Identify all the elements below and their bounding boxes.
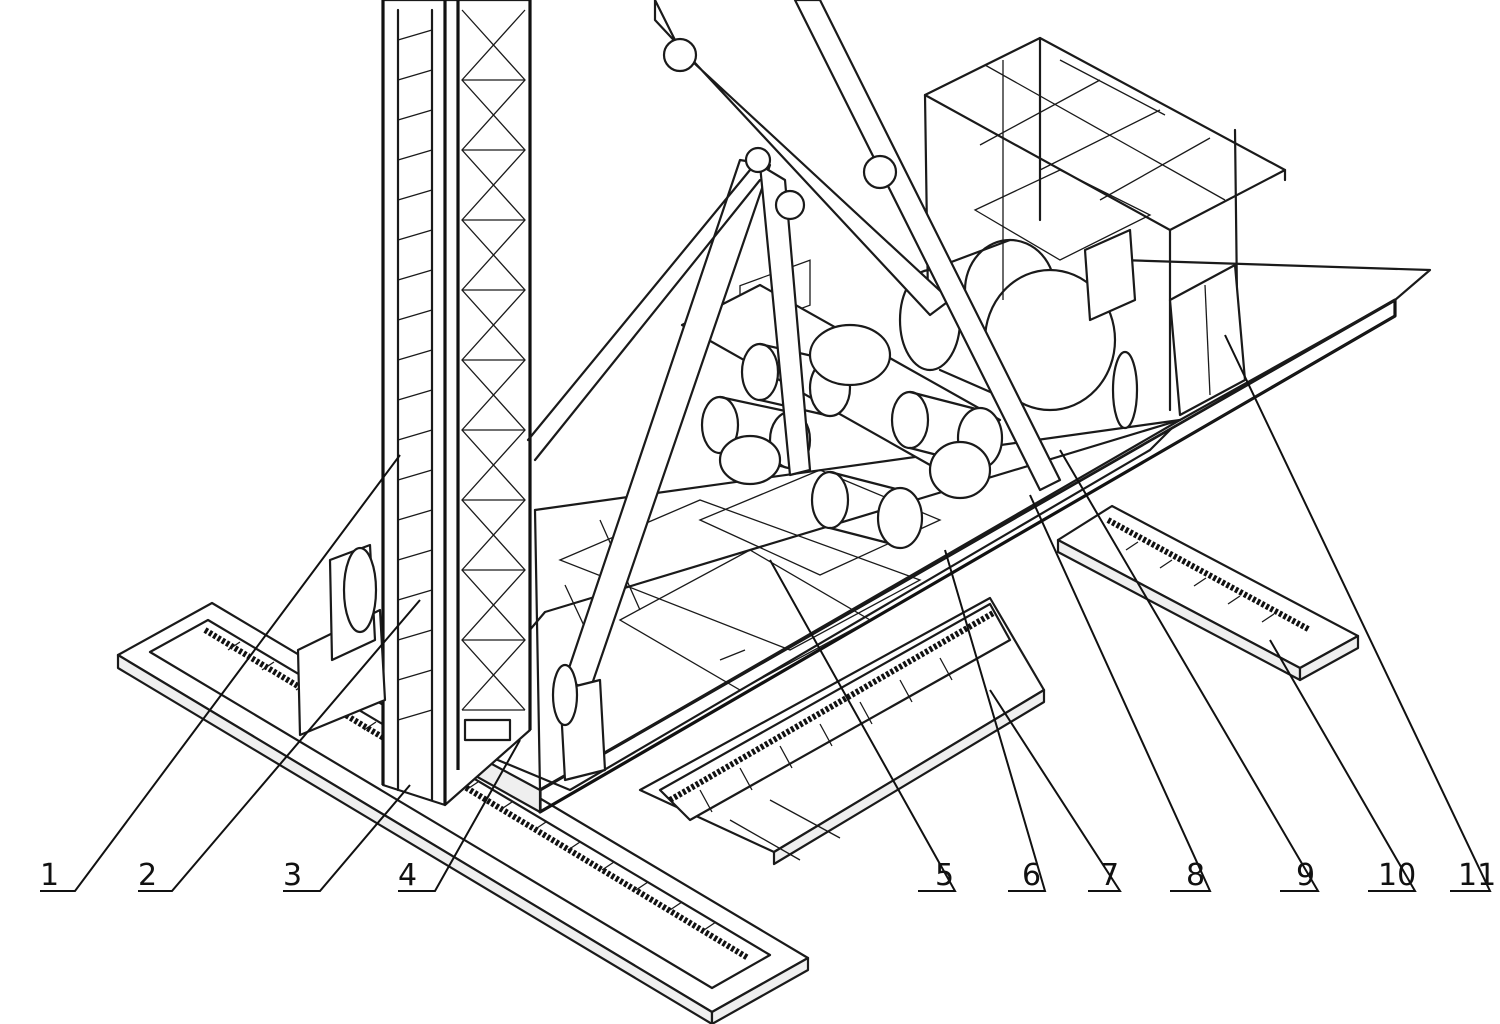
callout-6: 6	[1022, 858, 1041, 893]
engine-cylinder-bank	[680, 238, 1117, 550]
callout-5: 5	[935, 858, 954, 893]
generator-drum	[898, 238, 1117, 412]
main-platform	[438, 259, 1397, 814]
rear-right-skid-rail	[1056, 504, 1360, 682]
a-frame-struts	[526, 0, 1062, 692]
control-cabin-frame	[923, 36, 1432, 430]
callout-labels: 1 2 3 4 5 6 7 8 9 10 11	[40, 858, 1496, 893]
callout-4: 4	[398, 858, 417, 893]
callout-9: 9	[1296, 858, 1315, 893]
derrick-mast	[381, 0, 532, 807]
callout-2: 2	[138, 858, 157, 893]
callout-1: 1	[40, 858, 59, 893]
callout-8: 8	[1186, 858, 1205, 893]
callout-3: 3	[283, 858, 302, 893]
cylinder-group-4	[810, 440, 992, 550]
front-right-skid-rail	[638, 596, 1046, 866]
callout-leaders	[40, 334, 1492, 892]
callout-10: 10	[1378, 858, 1416, 893]
callout-11: 11	[1458, 858, 1496, 893]
callout-7: 7	[1100, 858, 1119, 893]
front-left-equipment	[296, 543, 607, 782]
cylinder-group-1	[740, 323, 892, 418]
